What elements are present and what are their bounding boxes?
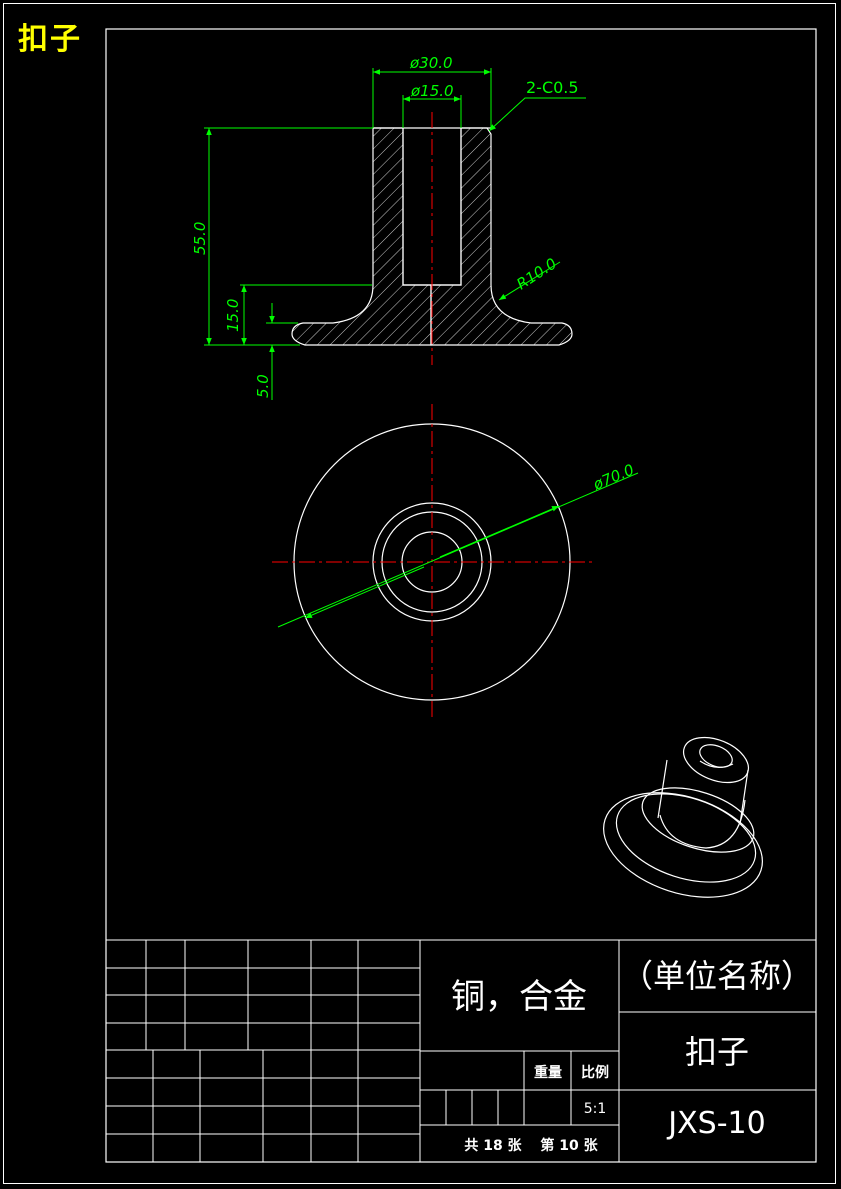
title-block <box>106 939 816 1162</box>
section-right-half <box>430 127 573 346</box>
isometric-view <box>603 736 763 898</box>
section-view <box>291 112 573 365</box>
dim-height-flange: 15.0 <box>224 299 242 332</box>
outer-border <box>3 3 836 1184</box>
dim-height-total: 55.0 <box>191 222 209 255</box>
scale-label: 比例 <box>581 1064 609 1081</box>
dim-chamfer: 2-C0.5 <box>526 78 579 97</box>
section-left-half <box>291 127 432 346</box>
dim-inner-diameter: ø15.0 <box>410 82 454 100</box>
inner-frame <box>105 28 817 1163</box>
dim-flange-thickness: 5.0 <box>254 374 272 398</box>
company-name: （单位名称） <box>621 957 813 995</box>
top-view <box>272 404 639 720</box>
dim-outer-diameter: ø30.0 <box>409 54 453 72</box>
dim-base-diameter: ø70.0 <box>590 460 637 494</box>
corner-title: 扣子 <box>18 22 82 57</box>
dim-fillet-radius: R10.0 <box>513 254 560 293</box>
drawing-number: JXS-10 <box>666 1106 765 1141</box>
material-label: 铜，合金 <box>451 977 587 1017</box>
dim-base-diameter-line <box>277 472 639 628</box>
scale-value: 5:1 <box>584 1101 607 1117</box>
sheet-count: 共 18 张 第 10 张 <box>464 1137 598 1154</box>
section-dimensions <box>204 68 586 400</box>
weight-label: 重量 <box>534 1064 562 1081</box>
part-name: 扣子 <box>685 1033 749 1071</box>
